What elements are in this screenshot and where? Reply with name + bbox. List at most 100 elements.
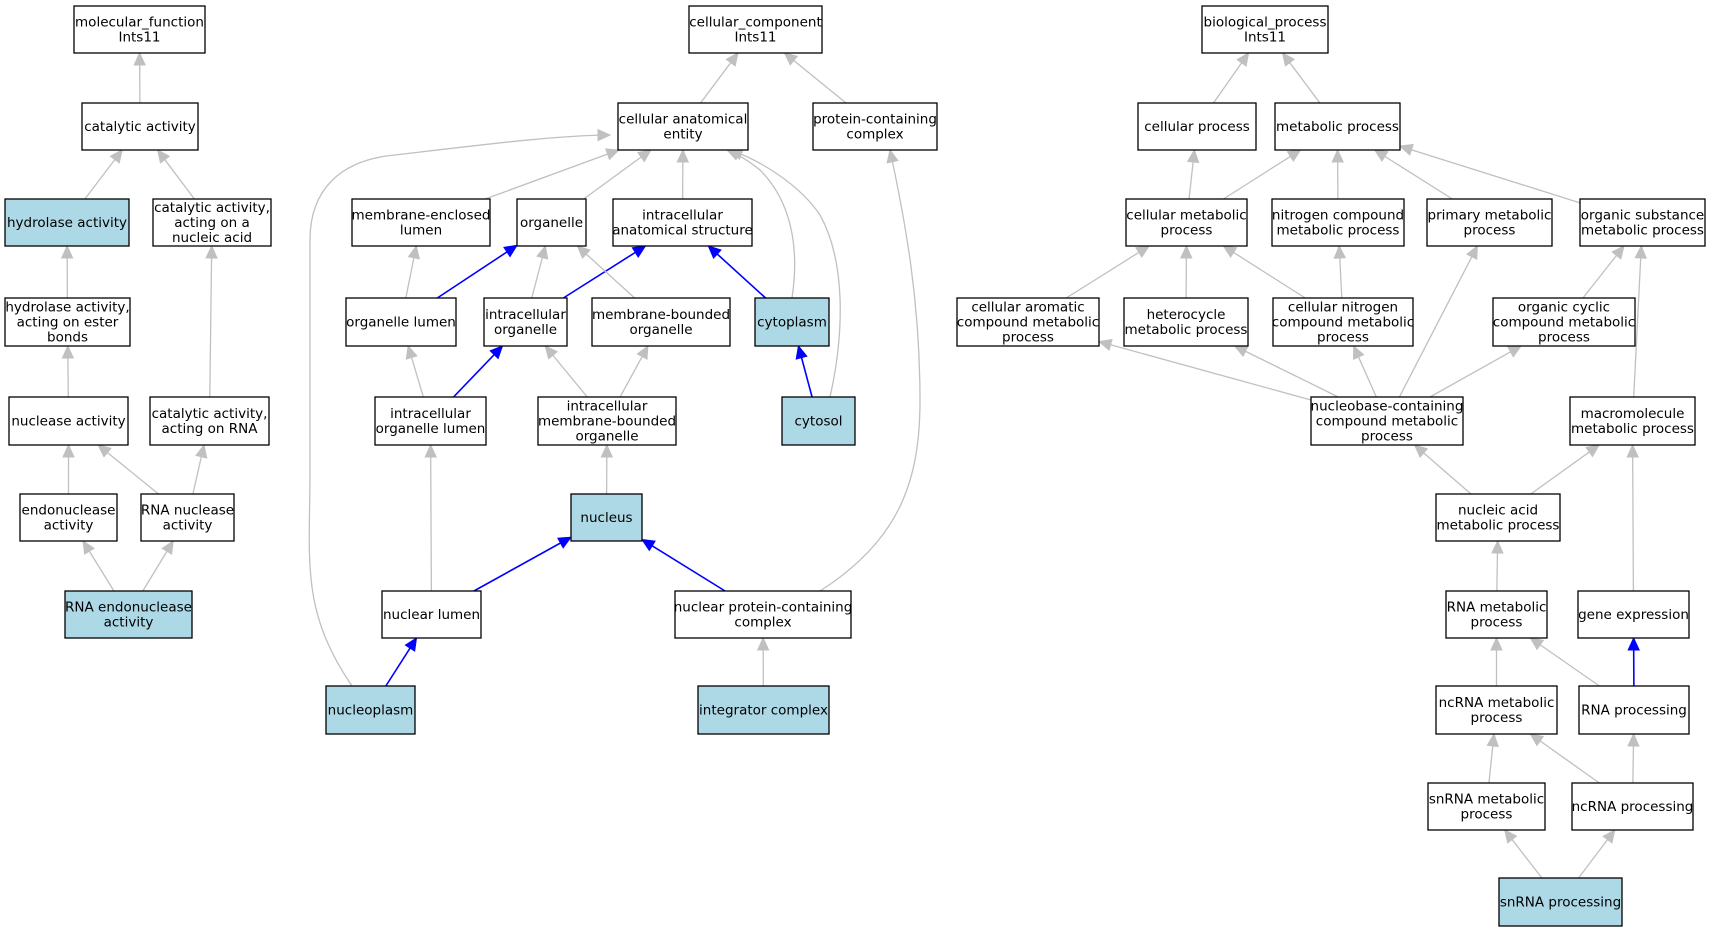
edge-line [473, 541, 562, 592]
term-label: gene expression [1578, 607, 1689, 623]
term-node-catalytic-rna[interactable]: catalytic activity,acting on RNA [149, 396, 270, 446]
term-node-organelle-lumen[interactable]: organelle lumen [345, 297, 457, 347]
term-label: hydrolase activity, [5, 300, 129, 316]
term-label: nuclear lumen [383, 607, 480, 623]
term-node-integrator-complex[interactable]: integrator complex [697, 685, 830, 735]
edge-line [430, 455, 433, 592]
is-a-edge [1491, 539, 1504, 592]
edge-line [405, 256, 415, 299]
term-node-ncrna-processing[interactable]: ncRNA processing [1571, 782, 1694, 831]
edge-line [551, 354, 588, 398]
edge-line [88, 550, 115, 592]
term-node-catalytic-activity[interactable]: catalytic activity [81, 102, 199, 151]
arrowhead [1627, 732, 1640, 747]
term-box [374, 396, 487, 446]
is-a-edge [1398, 143, 1581, 204]
term-label: organelle lumen [376, 421, 486, 437]
arrowhead [600, 443, 614, 458]
term-box [537, 396, 677, 446]
term-node-gene-expression[interactable]: gene expression [1577, 590, 1690, 639]
term-label: snRNA processing [1500, 895, 1621, 911]
is-a-edge [1331, 148, 1344, 200]
edge-line [84, 158, 116, 200]
term-box [1579, 198, 1706, 247]
term-node-rna-processing[interactable]: RNA processing [1578, 685, 1690, 735]
term-label: primary metabolic [1428, 208, 1552, 224]
term-node-cellular-process[interactable]: cellular process [1137, 102, 1257, 151]
term-node-metabolic-process[interactable]: metabolic process [1274, 102, 1401, 151]
arrowhead [82, 539, 95, 555]
arrowhead [1466, 244, 1478, 260]
arrowhead [1529, 733, 1545, 747]
term-node-cytoplasm[interactable]: cytoplasm [754, 297, 830, 347]
term-label: process [1002, 330, 1054, 346]
term-label: catalytic activity, [154, 200, 270, 216]
term-label: Ints11 [118, 30, 160, 46]
arrowhead [133, 51, 146, 66]
term-node-nucleus[interactable]: nucleus [570, 493, 643, 542]
term-label: metabolic process [1277, 223, 1400, 239]
term-box [1578, 685, 1690, 735]
term-box [483, 297, 568, 347]
term-label: cellular nitrogen [1288, 300, 1398, 316]
is-a-edge [1627, 732, 1640, 784]
term-label: RNA metabolic [1447, 600, 1547, 616]
arrowhead [783, 52, 799, 66]
term-node-organelle[interactable]: organelle [516, 198, 587, 247]
term-node-nuclease-activity[interactable]: nuclease activity [8, 396, 129, 446]
is-a-edge [819, 148, 921, 592]
is-a-edge [308, 128, 612, 687]
term-label: protein-containing [813, 112, 937, 128]
arrowhead [576, 245, 591, 260]
arrowhead [544, 345, 559, 360]
term-node-snrna-processing[interactable]: snRNA processing [1498, 877, 1623, 927]
is-a-edge [62, 443, 75, 494]
term-node-hydrolase-activity[interactable]: hydrolase activity [4, 198, 130, 247]
term-box [1569, 396, 1696, 446]
edge-line [1109, 343, 1312, 401]
term-box [1498, 877, 1623, 927]
term-label: acting on ester [17, 315, 119, 331]
is-a-edge [84, 149, 123, 200]
term-label: cytoplasm [757, 315, 827, 331]
term-label: process [1361, 429, 1413, 445]
edge-line [700, 61, 732, 104]
edge-line [1422, 451, 1472, 495]
arrowhead [676, 148, 690, 163]
term-node-nucleoplasm[interactable]: nucleoplasm [325, 685, 416, 735]
term-node-cytosol[interactable]: cytosol [781, 396, 856, 446]
term-node-nuclear-lumen[interactable]: nuclear lumen [381, 590, 482, 639]
